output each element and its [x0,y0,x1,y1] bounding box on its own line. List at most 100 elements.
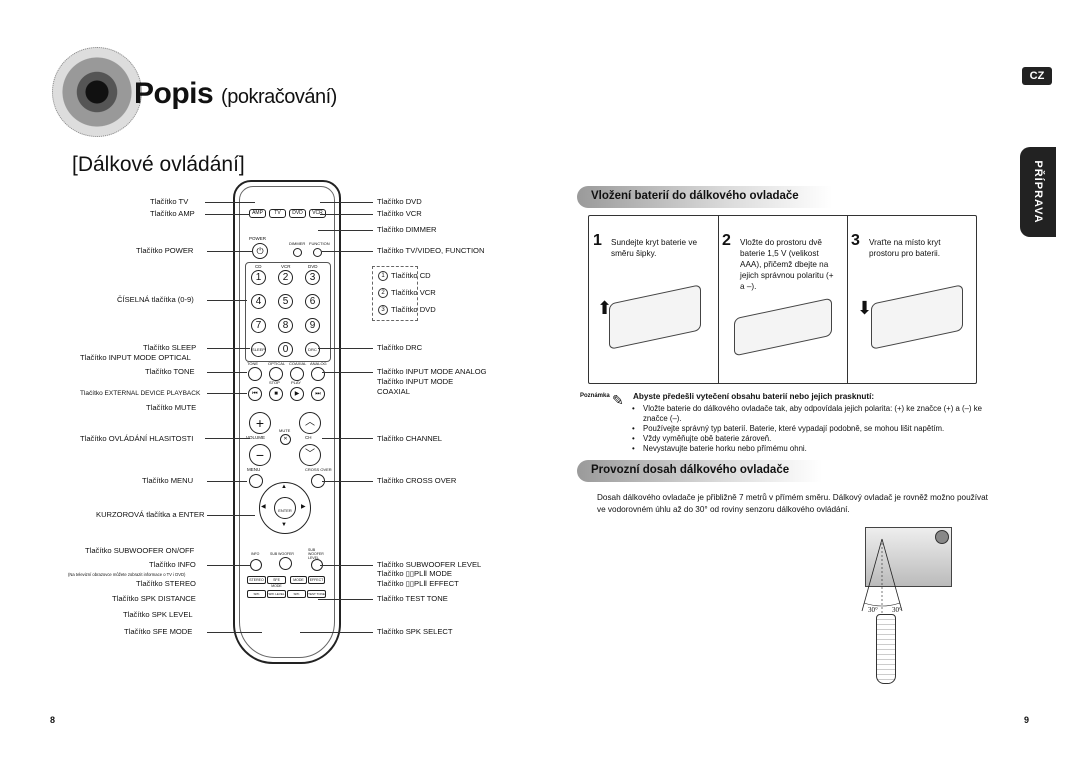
spk-select-button[interactable]: SPK SELECT [287,590,306,598]
arrow-right-icon: ▶ [301,504,306,510]
label-cd: Tlačítko CD [391,271,431,280]
channel-up-button[interactable]: ︿ [299,412,321,434]
page-title: Popis (pokračování) [134,77,337,110]
label-dimmer: Tlačítko DIMMER [377,225,437,234]
pl2-effect-button[interactable]: EFFECT [308,576,325,584]
label-tone: Tlačítko TONE [145,367,195,376]
label-vcr2: Tlačítko VCR [391,288,436,297]
cursor-pad[interactable] [259,482,311,534]
volume-up-button[interactable]: + [249,412,271,434]
subwoofer-level-label: SUB WOOFER LEVEL [308,548,324,560]
function-button[interactable] [313,248,322,257]
dvd-src-label: DVD [308,264,318,269]
optical-label: OPTICAL [268,361,286,366]
vcr-button[interactable]: VCR [309,209,326,218]
enter-button[interactable]: ENTER [274,497,296,519]
note-bullet: Vložte baterie do dálkového ovladače tak… [632,404,998,424]
digit-2-button[interactable]: 2 [278,270,293,285]
digit-8-button[interactable]: 8 [278,318,293,333]
page-number-right: 9 [1024,715,1030,725]
battery-compartment-illustration [734,297,832,357]
subwoofer-onoff-button[interactable] [279,557,292,570]
power-button[interactable]: ⏻ [252,243,268,259]
digit-0-button[interactable]: 0 [278,342,293,357]
note-bullet: Používejte správný typ baterií. Baterie,… [632,424,998,434]
volume-label: VOLUME [246,435,266,440]
channel-down-button[interactable]: ﹀ [299,444,321,466]
optical-button[interactable] [269,367,283,381]
pl2-mode-button[interactable]: MODE [290,576,307,584]
stereo-button[interactable]: STEREO [247,576,266,584]
page-number-left: 8 [50,715,56,725]
disc-logo [52,47,142,137]
next-button[interactable]: ⏭ [311,387,325,401]
arrow-down-icon: ▼ [281,522,287,528]
label-sleep: Tlačítko SLEEP [143,343,197,352]
digit-4-button[interactable]: 4 [251,294,266,309]
dimmer-button[interactable] [293,248,302,257]
note-heading: Abyste předešli vytečení obsahu baterií … [633,392,875,401]
label-sub-level: Tlačítko SUBWOOFER LEVEL [377,560,482,569]
stop-button[interactable]: ■ [269,387,283,401]
battery-cover-illustration [609,284,701,350]
play-pause-button[interactable]: ▶ [290,387,304,401]
info-button[interactable] [250,559,262,571]
digit-3-icon: 3 [378,305,388,315]
arrow-down-icon: ⬇ [857,298,873,318]
digit-2-icon: 2 [378,288,388,298]
section-tab: PŘÍPRAVA [1020,147,1056,237]
label-spk-level: Tlačítko SPK LEVEL [123,610,193,619]
digit-5-button[interactable]: 5 [278,294,293,309]
sleep-button[interactable]: SLEEP [251,342,266,357]
coaxial-button[interactable] [290,367,304,381]
label-power: Tlačítko POWER [136,246,194,255]
sfe-mode-button[interactable]: SFE MODE [267,576,286,588]
spk-distance-button[interactable]: SPK DISTANCE [247,590,266,598]
small-remote-illustration [876,614,896,684]
label-pl2-effect: Tlačítko ▯▯PLⅡ EFFECT [377,579,459,588]
arrow-up-icon: ▲ [281,484,287,490]
digit-1-button[interactable]: 1 [251,270,266,285]
mute-label: MUTE [279,428,291,433]
volume-down-button[interactable]: − [249,444,271,466]
remote-control: AMP TV DVD VCR POWER ⏻ DIMMER FUNCTION C… [233,180,341,664]
note-bullet: Nevystavujte baterie horku nebo přímému … [632,444,998,454]
spk-level-button[interactable]: SPK LEVEL [267,590,286,598]
label-optical: Tlačítko INPUT MODE OPTICAL [80,353,191,362]
label-spk-select: Tlačítko SPK SELECT [377,627,453,636]
mute-button[interactable]: ✕ [280,434,291,445]
label-test-tone: Tlačítko TEST TONE [377,594,448,603]
label-tvvideo: Tlačítko TV/VIDEO, FUNCTION [377,246,485,255]
analog-label: ANALOG [310,361,327,366]
test-tone-button[interactable]: TEST TONE [307,590,326,598]
digit-6-button[interactable]: 6 [305,294,320,309]
step-2: 2 Vložte do prostoru dvě baterie 1,5 V (… [718,216,848,383]
analog-button[interactable] [311,367,325,381]
label-drc: Tlačítko DRC [377,343,423,352]
tv-button[interactable]: TV [269,209,286,218]
receiver-knob [935,530,949,544]
digit-7-button[interactable]: 7 [251,318,266,333]
power-label: POWER [249,236,267,241]
digit-3-button[interactable]: 3 [305,270,320,285]
angle-left-label: 30° [868,606,878,614]
step-3: 3 Vraťte na místo kryt prostoru pro bate… [847,216,976,383]
ch-label: CH [305,435,312,440]
digit-9-button[interactable]: 9 [305,318,320,333]
label-menu: Tlačítko MENU [142,476,194,485]
label-analog: Tlačítko INPUT MODE ANALOG [377,367,487,376]
drc-button[interactable]: DRC [305,342,320,357]
amp-button[interactable]: AMP [249,209,266,218]
dvd-button[interactable]: DVD [289,209,306,218]
angle-right-label: 30° [892,606,902,614]
label-info: Tlačítko INFO [149,560,196,569]
source-key-box [372,266,418,321]
tone-button[interactable] [248,367,262,381]
arrow-up-icon: ⬆ [597,298,613,318]
label-dvd2: Tlačítko DVD [391,305,436,314]
label-subwoofer: Tlačítko SUBWOOFER ON/OFF [85,546,195,555]
menu-button[interactable] [249,474,263,488]
coaxial-label: COAXIAL [289,361,307,366]
prev-button[interactable]: ⏮ [248,387,262,401]
label-dvd: Tlačítko DVD [377,197,422,206]
